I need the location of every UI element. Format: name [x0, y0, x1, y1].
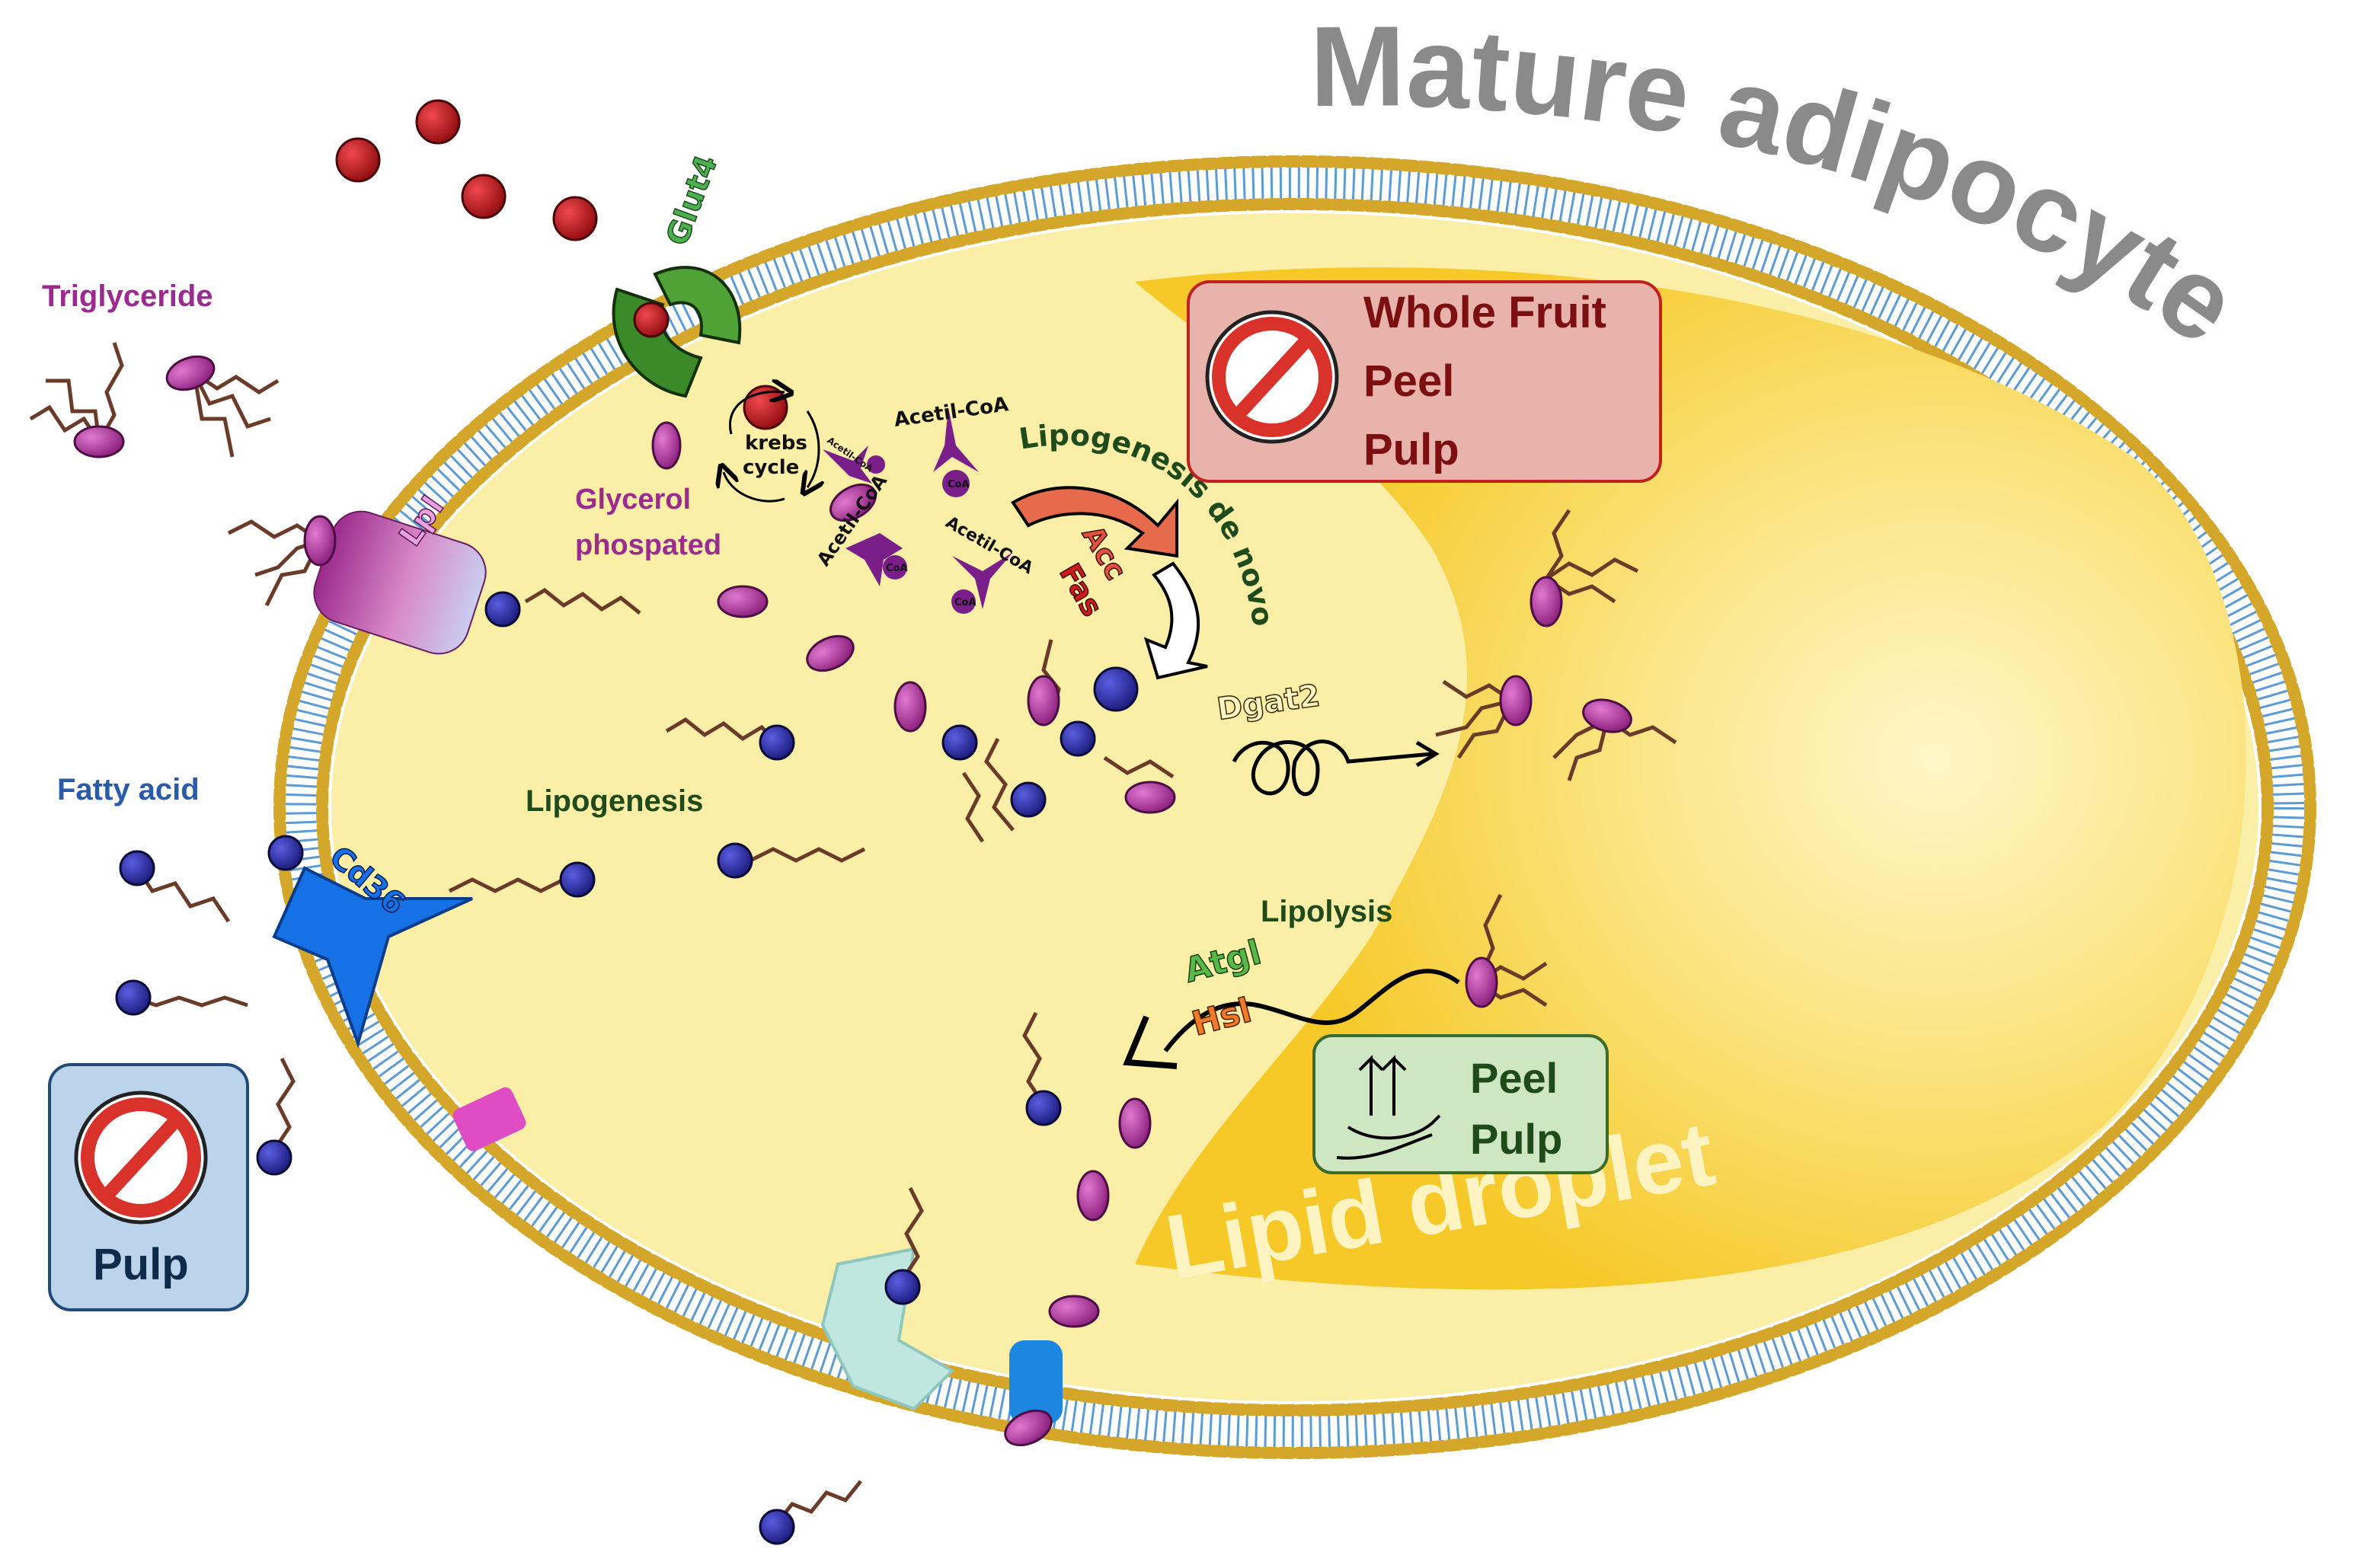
inhibit-line-3: Pulp [1363, 425, 1459, 474]
krebs-label-1: krebs [745, 432, 807, 455]
membrane-channel-blue [1009, 1340, 1063, 1424]
inhibit-box-main: Whole Fruit Peel Pulp [1187, 280, 1662, 483]
coa-label-1: CoA [948, 479, 970, 490]
triglyceride-heads [73, 355, 1632, 1447]
krebs-cycle: krebs cycle [724, 391, 819, 503]
stimulate-box: Peel Pulp [1312, 1034, 1609, 1174]
hand-up-icon [1336, 1055, 1441, 1160]
lipid-droplet [1135, 267, 2246, 1290]
inhibit-line-1: Whole Fruit [1363, 288, 1606, 337]
pulp-inhibit-label: Pulp [93, 1240, 189, 1289]
glycerol-label-2: phospated [575, 529, 721, 561]
stimulate-line-2: Pulp [1470, 1115, 1562, 1163]
inhibit-box-pulp: Pulp [48, 1063, 249, 1311]
stimulate-line-1: Peel [1470, 1054, 1558, 1102]
fatty-acid-heads [115, 591, 1139, 1545]
glycerol-label-1: Glycerol [575, 484, 691, 516]
triglyceride-label: Triglyceride [42, 279, 213, 313]
lipolysis-label: Lipolysis [1261, 895, 1392, 928]
coa-label-3: CoA [954, 597, 977, 608]
lipogenesis-label: Lipogenesis [526, 784, 703, 818]
fatty-acids [133, 587, 1046, 1525]
krebs-label-2: cycle [743, 456, 799, 479]
membrane-channel-magenta [452, 1087, 526, 1151]
fatty-acid-label: Fatty acid [57, 773, 200, 806]
glut4-label: Glut4 [660, 151, 724, 250]
lpl-enzyme: Lpl [313, 490, 487, 655]
coa-label-2: CoA [886, 563, 908, 574]
inhibit-line-2: Peel [1363, 356, 1454, 406]
